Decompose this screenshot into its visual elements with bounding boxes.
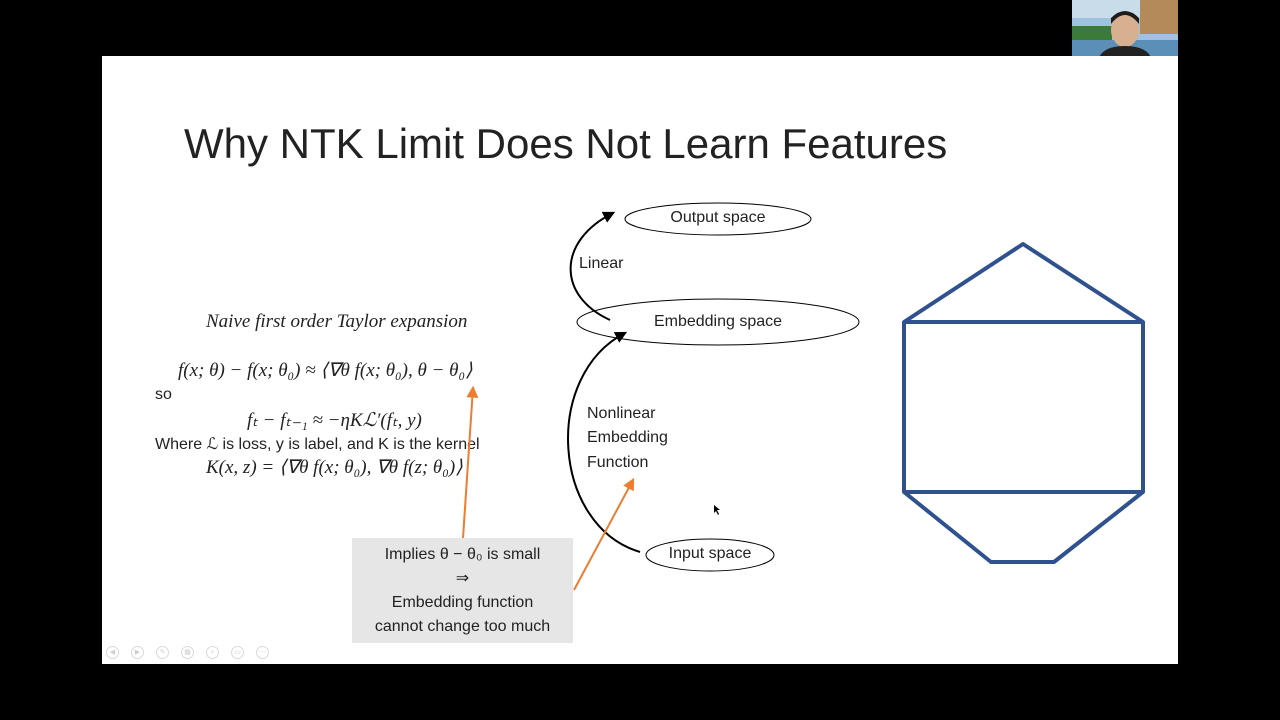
presenter-webcam: [1072, 0, 1178, 60]
nonlinear-label-line1: Nonlinear: [587, 405, 656, 422]
orange-arrow-to-equation: [462, 385, 479, 539]
nonlinear-label-line2: Embedding: [587, 429, 668, 446]
subtitles-icon[interactable]: ▭: [231, 646, 244, 659]
callout-line-4: cannot change too much: [374, 617, 551, 635]
implication-callout: Implies θ − θ₀ is small ⇒ Embedding func…: [352, 538, 573, 643]
slides-grid-icon[interactable]: ▦: [181, 646, 194, 659]
taylor-equation: f(x; θ) − f(x; θ₀) ≈ ⟨∇θ f(x; θ₀), θ − θ…: [178, 360, 473, 381]
kernel-equation: K(x, z) = ⟨∇θ f(x; θ₀), ∇θ f(z; θ₀)⟩: [206, 457, 463, 478]
diagram-shapes: [462, 202, 1145, 591]
output-space-label: Output space: [670, 209, 766, 226]
output-space-ellipse: [624, 202, 812, 236]
linear-arrow: [569, 211, 616, 321]
where-text: Where ℒ is loss, y is label, and K is th…: [155, 436, 480, 453]
pen-icon[interactable]: ✎: [156, 646, 169, 659]
nonlinear-arrow: [567, 331, 641, 553]
more-icon[interactable]: ⋯: [256, 646, 269, 659]
orange-arrow-to-embedding: [573, 477, 635, 591]
taylor-heading: Naive first order Taylor expansion: [206, 311, 468, 332]
zoom-icon[interactable]: ⌕: [206, 646, 219, 659]
callout-line-3: Embedding function: [391, 593, 534, 611]
next-icon[interactable]: ▶: [131, 646, 144, 659]
slide: Why NTK Limit Does Not Learn Features Na…: [102, 56, 1178, 664]
callout-line-2: ⇒: [455, 569, 470, 587]
callout-line-1: Implies θ − θ₀ is small: [384, 545, 541, 563]
linear-label: Linear: [579, 255, 624, 272]
slide-title: Why NTK Limit Does Not Learn Features: [184, 120, 948, 167]
so-text: so: [155, 386, 172, 403]
input-space-ellipse: [645, 538, 775, 572]
embedding-space-label: Embedding space: [653, 313, 783, 330]
previous-icon[interactable]: ◀: [106, 646, 119, 659]
input-space-label: Input space: [668, 545, 752, 562]
embedding-space-ellipse: [576, 298, 860, 346]
update-equation: fₜ − fₜ₋₁ ≈ −ηKℒ′(fₜ, y): [247, 410, 422, 431]
hexagon-shape: [902, 242, 1145, 564]
nonlinear-label-line3: Function: [587, 454, 649, 471]
mouse-cursor-icon: [714, 505, 720, 515]
